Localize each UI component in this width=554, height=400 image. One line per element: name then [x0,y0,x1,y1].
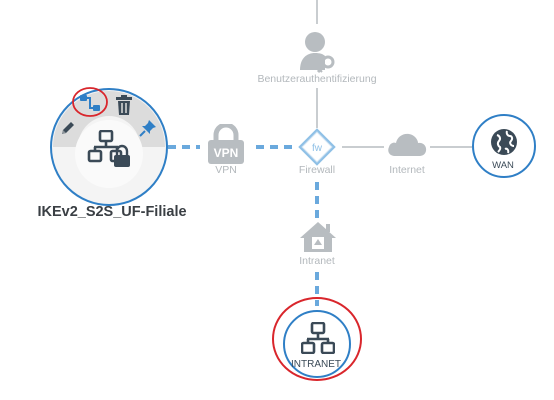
delete-icon[interactable] [114,94,134,116]
vpn-label: VPN [215,164,237,176]
vpn-lock-icon[interactable]: VPN [206,124,246,166]
cloud-icon[interactable] [386,130,428,160]
internet-label: Internet [389,164,425,176]
intranet-label: INTRANET [291,359,341,370]
wan-label: WAN [492,160,514,171]
firewall-diamond-icon[interactable]: fw [296,126,338,168]
house-network-icon[interactable] [298,220,338,254]
globe-icon [491,129,517,155]
intranet-node[interactable]: INTRANET [283,310,351,378]
intranet-gateway-label: Intranet [299,255,335,267]
pin-icon[interactable] [139,119,157,137]
wan-node[interactable]: WAN [472,114,536,178]
firewall-label: Firewall [298,164,336,176]
network-icon [301,322,335,354]
connection-settings-icon[interactable] [79,93,101,113]
tunnel-action-ring [53,91,165,188]
network-lock-icon [87,130,130,167]
svg-text:fw: fw [312,143,323,154]
tunnel-name[interactable]: IKEv2_S2S_UF-Filiale [37,204,187,220]
svg-text:VPN: VPN [214,146,239,160]
auth-label: Benutzerauthentifizierung [257,73,377,85]
tunnel-node[interactable] [50,88,168,206]
user-key-icon[interactable] [298,30,338,74]
settings-highlight-ring [72,87,108,117]
intranet-highlight-ring [272,297,362,381]
edit-icon[interactable] [59,119,77,137]
